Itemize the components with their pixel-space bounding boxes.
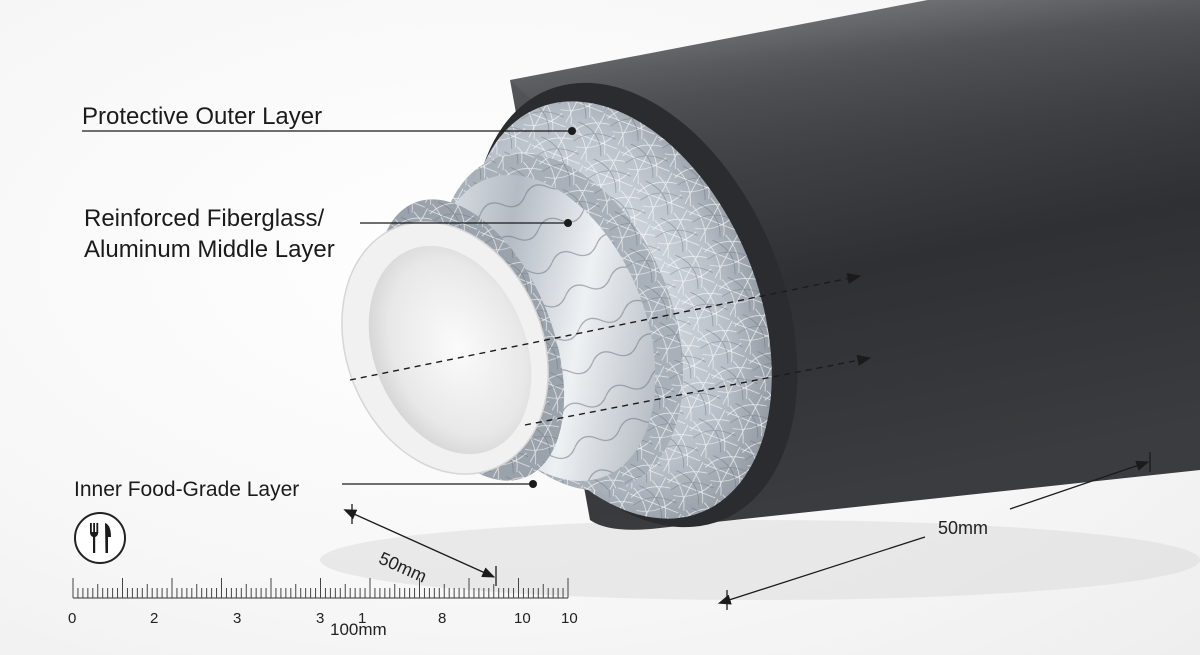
ruler	[72, 578, 569, 599]
flow-arrow-upper	[349, 273, 862, 381]
ruler-label-0: 0	[68, 610, 77, 627]
food-safe-badge	[74, 512, 126, 564]
ruler-caption: 100mm	[330, 620, 387, 639]
leader-dot-outer	[568, 127, 576, 135]
dim-line-inner	[343, 509, 496, 578]
pipe-bore	[368, 245, 532, 455]
label-middle-layer-line2: Aluminum Middle Layer	[84, 236, 335, 263]
ruler-label-8: 8	[438, 610, 447, 627]
leader-dot-inner	[529, 480, 537, 488]
dim-label-outer-length: 50mm	[938, 518, 989, 538]
dim-line-outer-b	[1009, 460, 1150, 510]
fork-knife-icon	[90, 523, 111, 553]
label-protective-outer-layer: Protective Outer Layer	[82, 103, 323, 130]
flow-arrow-lower	[524, 354, 872, 426]
label-middle-layer-line1: Reinforced Fiberglass/	[84, 205, 325, 232]
dim-line-outer-a	[717, 536, 926, 605]
label-inner-food-grade-layer: Inner Food-Grade Layer	[74, 478, 300, 501]
ruler-label-3a: 3	[233, 610, 242, 627]
ruler-label-10b: 10	[561, 610, 578, 627]
ruler-label-3b: 3	[316, 610, 325, 627]
ruler-ticks	[72, 578, 569, 598]
ruler-label-1: 1	[358, 610, 367, 627]
leader-dot-middle	[564, 219, 572, 227]
ruler-label-10a: 10	[514, 610, 531, 627]
pipe-shadow	[320, 520, 1200, 600]
ruler-label-2: 2	[150, 610, 159, 627]
